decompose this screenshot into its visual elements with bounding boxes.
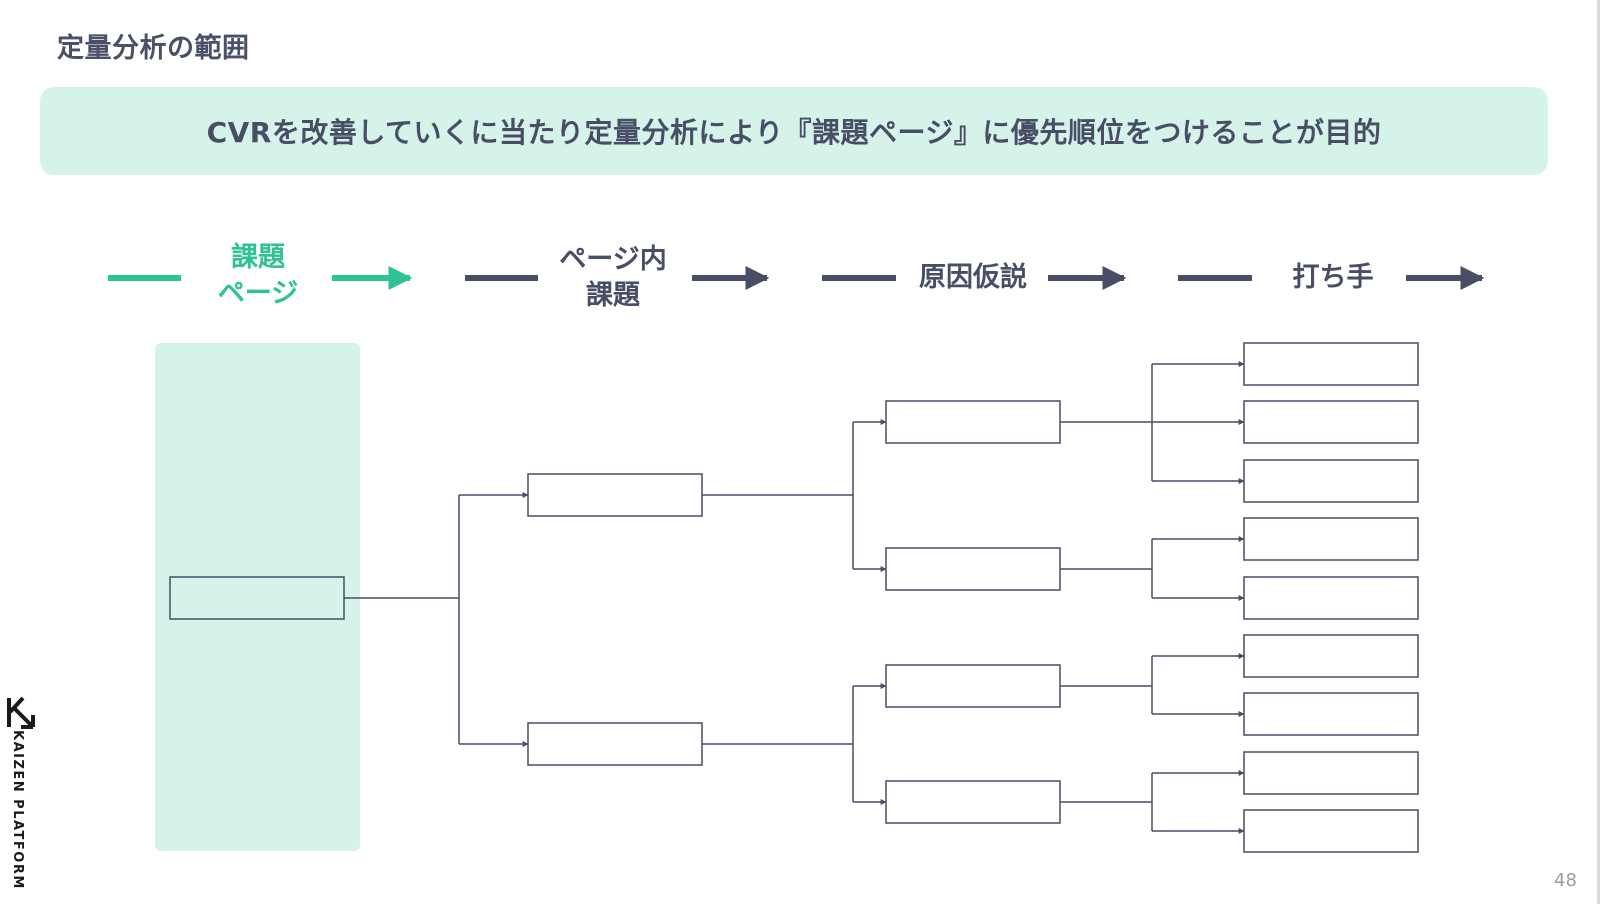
action-box-6	[1243, 634, 1419, 678]
connector-l3b-l4	[1060, 539, 1153, 598]
hypothesis-box-2	[885, 547, 1061, 591]
page-number: 48	[1554, 870, 1577, 891]
slide-title: 定量分析の範囲	[57, 33, 250, 64]
stage-3-line-1: 原因仮説	[919, 262, 1027, 293]
issue-page-box	[169, 576, 345, 620]
action-box-3	[1243, 459, 1419, 503]
connector-l3c-l4	[1060, 656, 1153, 714]
stage-label-issue-page: 課題 ページ	[193, 240, 323, 312]
stage-1-line-2: ページ	[217, 278, 299, 309]
connector-l3a-l4	[1060, 364, 1153, 481]
connector-l2b-l3	[702, 686, 854, 802]
hypothesis-box-3	[885, 664, 1061, 708]
page-issue-box-2	[527, 722, 703, 766]
action-box-9	[1243, 809, 1419, 853]
slide-edge	[1597, 0, 1600, 904]
stage-2-line-1: ページ内	[559, 244, 667, 275]
stage-2-line-2: 課題	[586, 280, 640, 311]
stage-label-cause-hypothesis: 原因仮説	[898, 260, 1048, 296]
action-box-2	[1243, 400, 1419, 444]
connector-l1-l2	[344, 495, 460, 744]
stage-1-line-1: 課題	[231, 242, 285, 273]
connector-l3d-l4	[1060, 773, 1153, 831]
action-box-8	[1243, 751, 1419, 795]
stage-label-in-page-issue: ページ内 課題	[538, 242, 688, 314]
stage-4-line-1: 打ち手	[1292, 262, 1374, 293]
connector-l2a-l3	[702, 422, 854, 569]
hypothesis-box-4	[885, 780, 1061, 824]
stage-label-action: 打ち手	[1258, 260, 1408, 296]
hypothesis-box-1	[885, 400, 1061, 444]
action-box-1	[1243, 342, 1419, 386]
action-box-4	[1243, 517, 1419, 561]
kaizen-logo-icon	[7, 696, 35, 729]
action-box-5	[1243, 576, 1419, 620]
kaizen-logo-text: KAIZEN PLATFORM	[10, 730, 25, 890]
objective-banner: CVRを改善していくに当たり定量分析により『課題ページ』に優先順位をつけることが…	[40, 87, 1548, 175]
page-issue-box-1	[527, 473, 703, 517]
action-box-7	[1243, 692, 1419, 736]
objective-banner-text: CVRを改善していくに当たり定量分析により『課題ページ』に優先順位をつけることが…	[206, 116, 1382, 149]
